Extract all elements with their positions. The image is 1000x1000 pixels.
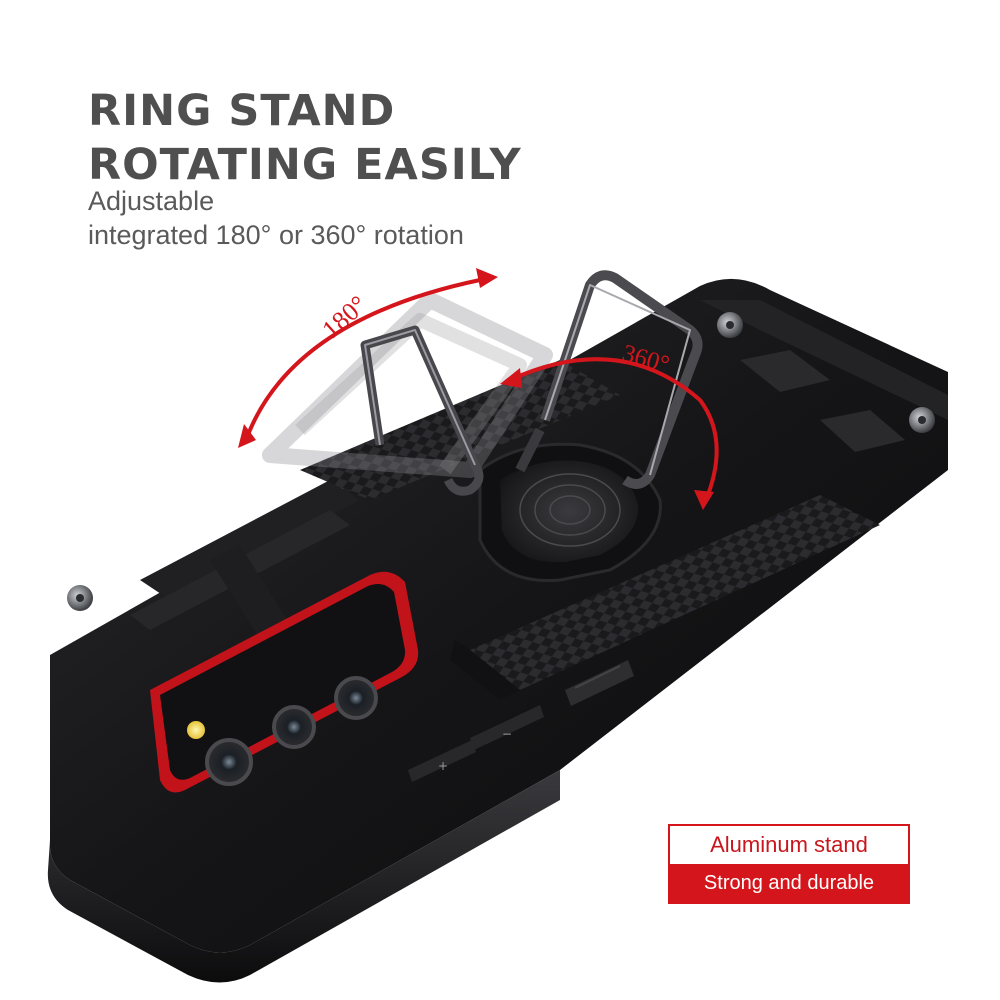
- volume-up-symbol: +: [438, 759, 448, 773]
- arrowhead-180-left: [238, 424, 256, 448]
- rotation-label-180: 180°: [316, 290, 372, 345]
- badge-top-label: Aluminum stand: [710, 832, 868, 857]
- camera-lens-bottom: [205, 738, 253, 786]
- rotation-arrow-180: [244, 278, 482, 442]
- volume-up-button: [408, 740, 476, 782]
- power-button: [565, 660, 634, 706]
- arrowhead-360-left: [500, 368, 522, 388]
- rotation-arrow-360: [508, 357, 719, 502]
- camera-flash: [187, 721, 205, 739]
- ring-ghost-2: [295, 313, 527, 475]
- subheading-line-2: integrated 180° or 360° rotation: [88, 220, 464, 250]
- tread-strip-lower: [470, 495, 880, 690]
- badge-bottom-label: Strong and durable: [670, 864, 908, 902]
- headline-line-1: RING STAND: [88, 86, 396, 136]
- subheading-line-1: Adjustable: [88, 186, 215, 216]
- ring-ghost-1: [262, 292, 553, 478]
- camera-lens-middle: [272, 705, 316, 749]
- case-side-edge: [47, 770, 561, 983]
- ring-frame-rotated: [540, 270, 703, 489]
- arrowhead-180-right: [476, 268, 498, 288]
- ring-frame-main: [360, 325, 484, 496]
- volume-down-symbol: −: [502, 727, 512, 741]
- feature-badge: Aluminum stand Strong and durable: [668, 824, 910, 904]
- camera-lens-top: [334, 676, 378, 720]
- volume-down-button: [470, 705, 544, 750]
- headline-line-2: ROTATING EASILY: [88, 140, 522, 190]
- headline: RING STAND ROTATING EASILY: [88, 84, 522, 192]
- arrowhead-360-bottom: [694, 490, 714, 510]
- case-body: [49, 278, 949, 953]
- subheading: Adjustable integrated 180° or 360° rotat…: [88, 184, 464, 252]
- camera-module: [150, 571, 419, 793]
